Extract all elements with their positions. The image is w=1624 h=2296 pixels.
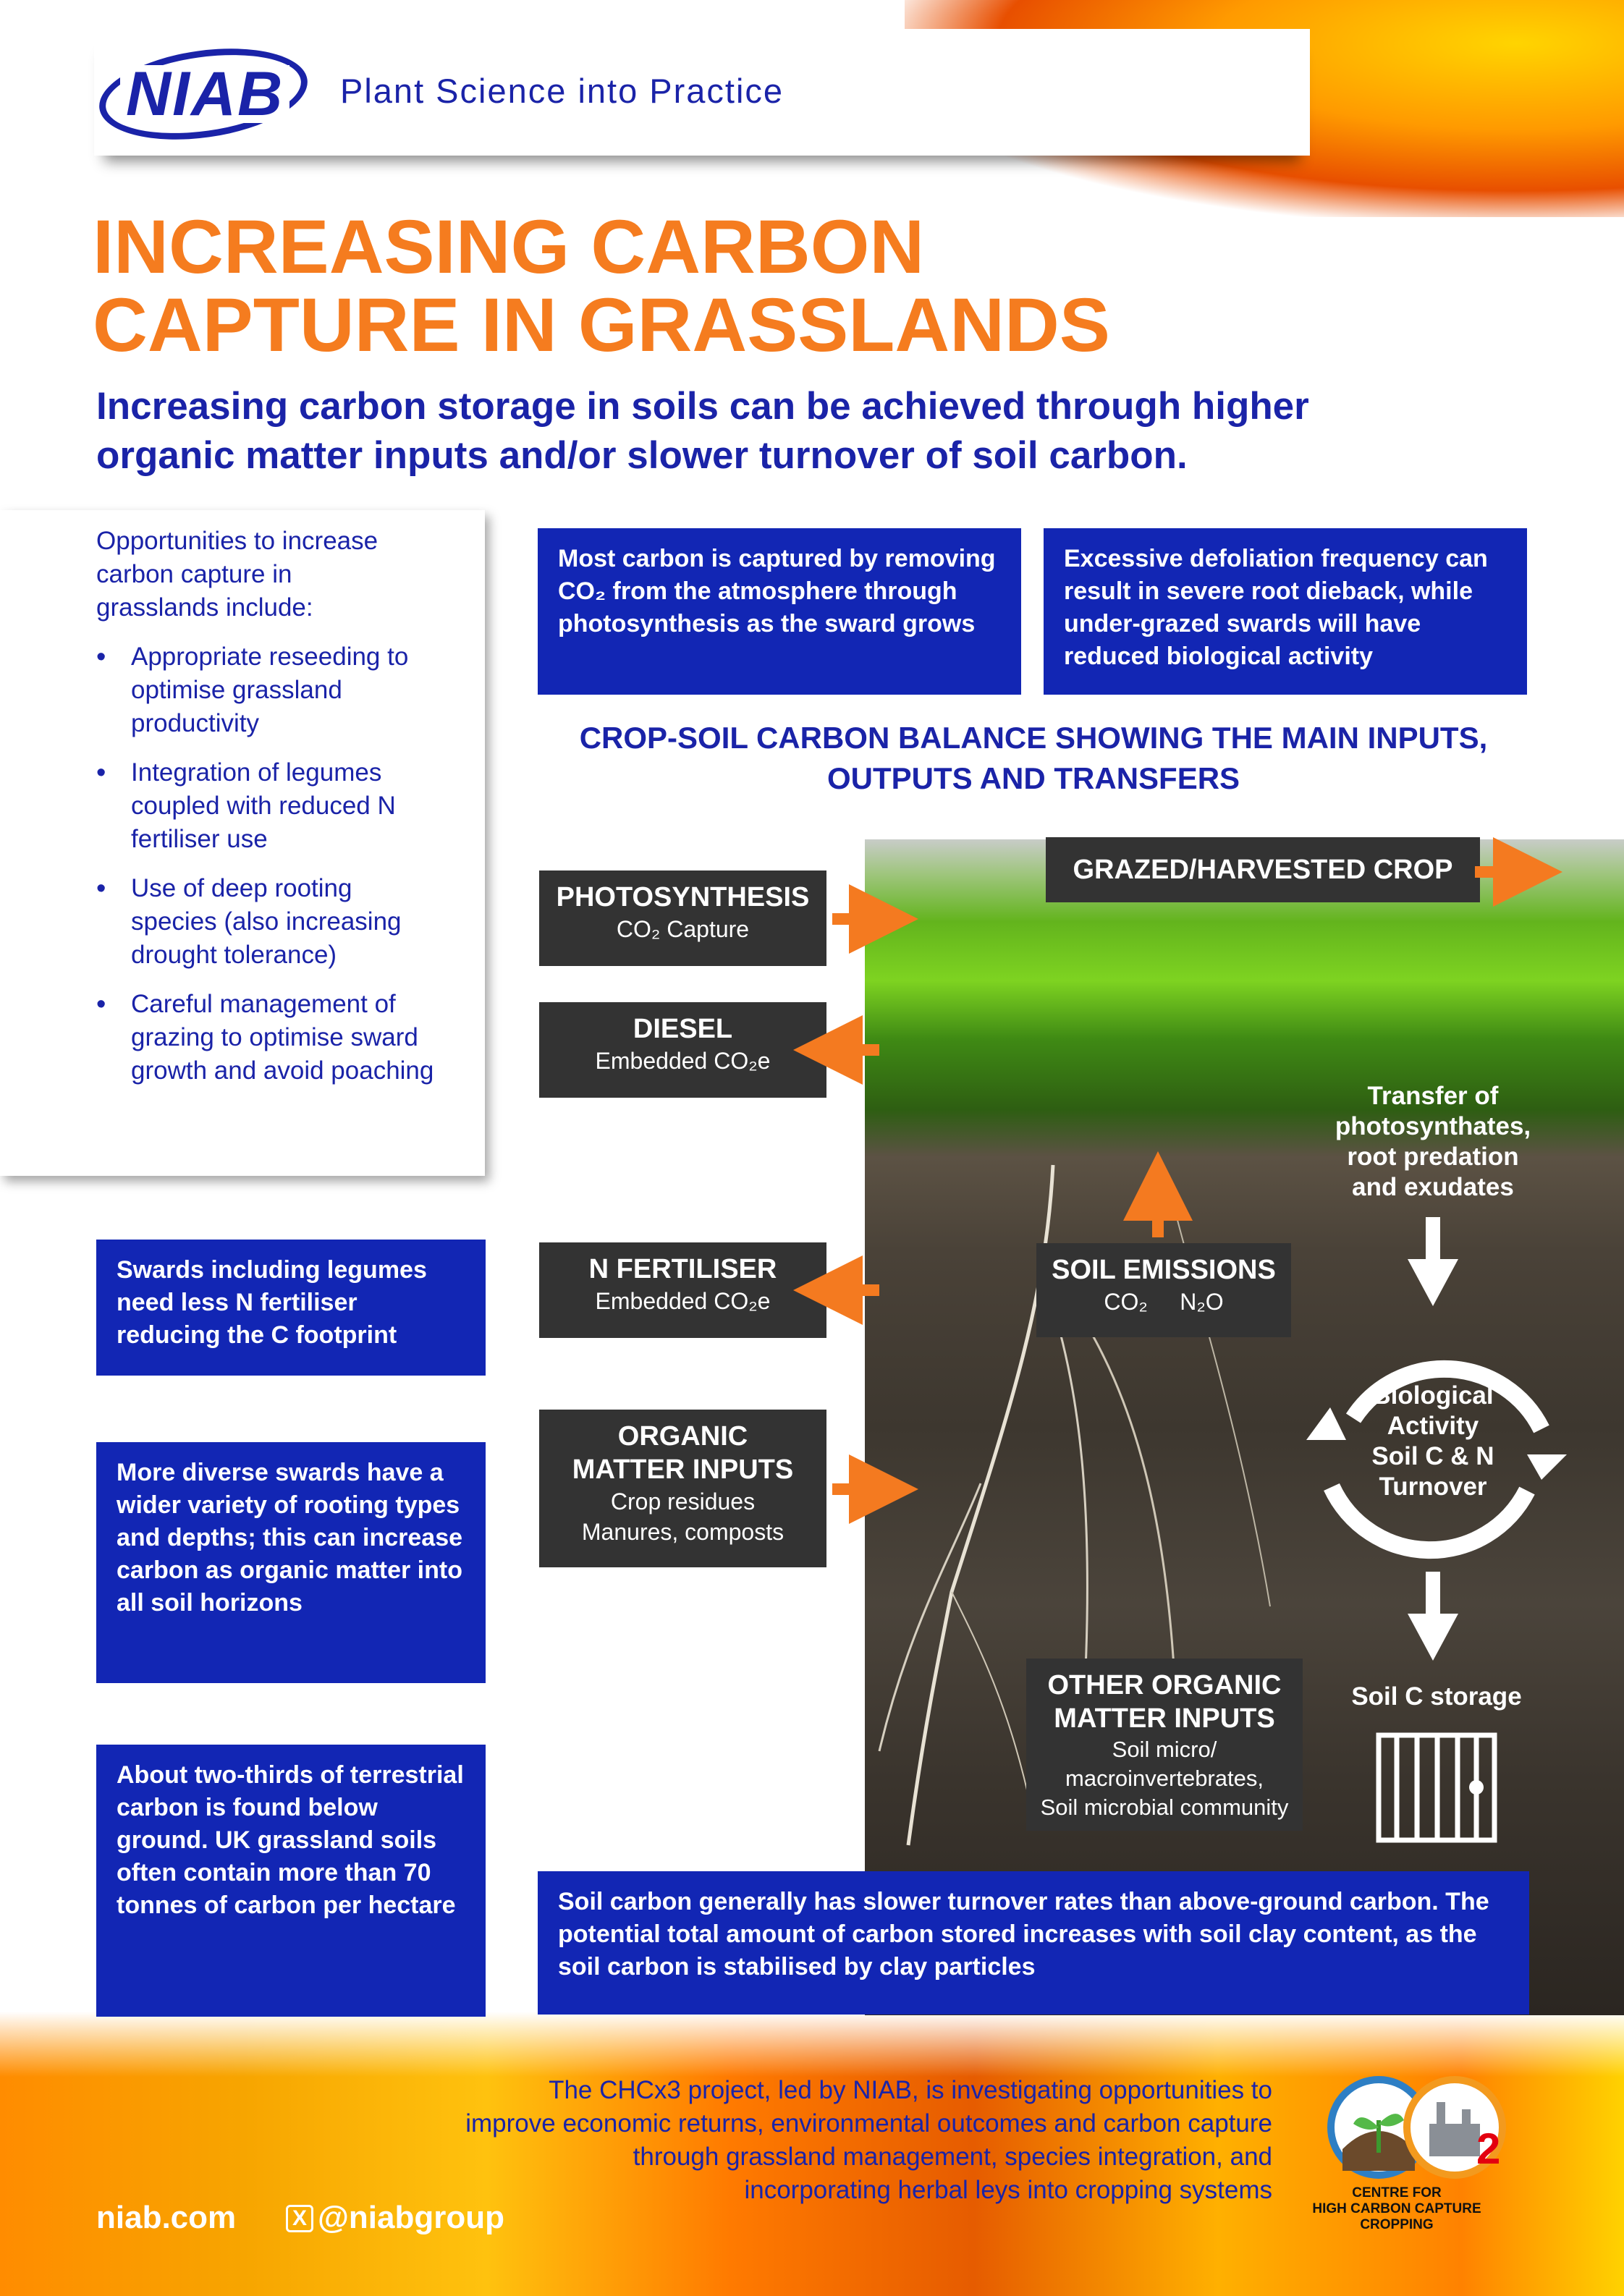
opportunities-card: Opportunities to increase carbon capture… — [0, 510, 485, 1176]
terrestrial-carbon-info-box: About two-thirds of terrestrial carbon i… — [96, 1745, 486, 2017]
diesel-box: DIESEL Embedded CO₂e — [539, 1002, 826, 1098]
bio-line-1: Biological — [1372, 1381, 1494, 1410]
organic-sub-line-2: Manures, composts — [581, 1519, 784, 1545]
soil-emissions-box: SOIL EMISSIONS CO₂ N₂O — [1036, 1243, 1291, 1337]
list-item: Integration of legumes coupled with redu… — [96, 756, 444, 856]
photosynthesis-title: PHOTOSYNTHESIS — [556, 882, 810, 912]
n-fertiliser-box: N FERTILISER Embedded CO₂e — [539, 1242, 826, 1338]
bio-line-3: Soil C & N — [1371, 1442, 1494, 1470]
chcc-superscript: 2 — [1476, 2125, 1501, 2173]
other-organic-sub-line-2: macroinvertebrates, — [1065, 1766, 1264, 1791]
transfer-photosynthates-label: Transfer of photosynthates, root predati… — [1324, 1081, 1541, 1203]
other-organic-matter-box: OTHER ORGANIC MATTER INPUTS Soil micro/ … — [1026, 1659, 1303, 1831]
defoliation-info-box: Excessive defoliation frequency can resu… — [1044, 528, 1527, 695]
diagram-title: CROP-SOIL CARBON BALANCE SHOWING THE MAI… — [538, 718, 1529, 799]
soil-emissions-title: SOIL EMISSIONS — [1052, 1255, 1276, 1285]
subtitle-line-1: Increasing carbon storage in soils can b… — [96, 385, 1309, 428]
biological-activity-label: Biological Activity Soil C & N Turnover — [1346, 1381, 1520, 1502]
diesel-sub: Embedded CO₂e — [595, 1048, 771, 1074]
logo-text: NIAB — [120, 63, 290, 125]
photosynthesis-info-box: Most carbon is captured by removing CO₂ … — [538, 528, 1021, 695]
transfer-line-3: root predation — [1347, 1143, 1519, 1171]
organic-title-line-1: ORGANIC — [617, 1421, 748, 1452]
diagram-title-line-2: OUTPUTS AND TRANSFERS — [826, 761, 1240, 795]
diesel-title: DIESEL — [633, 1014, 733, 1044]
opportunities-intro: Opportunities to increase carbon capture… — [96, 527, 378, 622]
chcc-label: CENTRE FOR HIGH CARBON CAPTURE CROPPING — [1299, 2185, 1494, 2233]
social-link[interactable]: X@niabgroup — [286, 2200, 504, 2236]
tagline: Plant Science into Practice — [340, 72, 784, 110]
soil-c-storage-label: Soil C storage — [1351, 1682, 1522, 1711]
transfer-line-4: and exudates — [1352, 1173, 1514, 1201]
x-logo-icon: X — [286, 2205, 313, 2232]
list-item: Appropriate reseeding to optimise grassl… — [96, 640, 444, 740]
transfer-line-1: Transfer of — [1367, 1082, 1499, 1110]
organic-title-line-2: MATTER INPUTS — [572, 1454, 794, 1485]
legumes-info-box: Swards including legumes need less N fer… — [96, 1240, 486, 1376]
organic-sub-line-1: Crop residues — [610, 1488, 756, 1515]
page-title: INCREASING CARBON CAPTURE IN GRASSLANDS — [93, 208, 1251, 365]
project-line-2: improve economic returns, environmental … — [465, 2109, 1272, 2138]
chcc-label-line-2: HIGH CARBON CAPTURE — [1312, 2201, 1481, 2216]
chcc-logo-icon[interactable] — [1321, 2070, 1516, 2229]
photosynthesis-sub: CO₂ Capture — [616, 916, 750, 942]
soil-carbon-note-box: Soil carbon generally has slower turnove… — [538, 1871, 1529, 2015]
grazed-title: GRAZED/HARVESTED CROP — [1073, 855, 1453, 885]
diverse-swards-info-box: More diverse swards have a wider variety… — [96, 1442, 486, 1683]
organic-matter-inputs-box: ORGANIC MATTER INPUTS Crop residues Manu… — [539, 1410, 826, 1567]
other-organic-title-line-2: MATTER INPUTS — [1054, 1703, 1275, 1734]
other-organic-title-line-1: OTHER ORGANIC — [1047, 1670, 1282, 1700]
chcc-label-line-1: CENTRE FOR — [1352, 2185, 1442, 2200]
list-item: Use of deep rooting species (also increa… — [96, 872, 444, 972]
chcc-label-line-3: CROPPING — [1360, 2217, 1434, 2232]
n-fertiliser-sub: Embedded CO₂e — [595, 1288, 771, 1314]
page-title-line-1: INCREASING CARBON — [93, 205, 925, 289]
project-line-1: The CHCx3 project, led by NIAB, is inves… — [549, 2076, 1272, 2104]
transfer-line-2: photosynthates, — [1335, 1112, 1531, 1140]
soil-emissions-sub: CO₂ N₂O — [1104, 1289, 1224, 1315]
grazed-harvested-crop-box: GRAZED/HARVESTED CROP — [1046, 837, 1480, 902]
other-organic-sub-line-1: Soil micro/ — [1112, 1737, 1217, 1762]
project-line-3: through grassland management, species in… — [633, 2143, 1272, 2171]
page-subtitle: Increasing carbon storage in soils can b… — [96, 382, 1471, 480]
niab-logo[interactable]: NIAB — [93, 36, 313, 152]
header-banner: NIAB Plant Science into Practice — [93, 29, 1310, 156]
list-item: Careful management of grazing to optimis… — [96, 988, 444, 1088]
bio-line-2: Activity — [1387, 1412, 1479, 1440]
project-description: The CHCx3 project, led by NIAB, is inves… — [384, 2074, 1272, 2207]
n-fertiliser-title: N FERTILISER — [588, 1254, 777, 1284]
social-handle: @niabgroup — [318, 2200, 504, 2235]
other-organic-sub-line-3: Soil microbial community — [1040, 1795, 1289, 1820]
photosynthesis-box: PHOTOSYNTHESIS CO₂ Capture — [539, 870, 826, 966]
bio-line-4: Turnover — [1379, 1473, 1487, 1501]
diagram-title-line-1: CROP-SOIL CARBON BALANCE SHOWING THE MAI… — [579, 721, 1488, 755]
project-line-4: incorporating herbal leys into cropping … — [744, 2176, 1272, 2204]
subtitle-line-2: organic matter inputs and/or slower turn… — [96, 434, 1188, 477]
website-link[interactable]: niab.com — [96, 2200, 237, 2235]
page-title-line-2: CAPTURE IN GRASSLANDS — [93, 283, 1110, 368]
opportunities-list: Appropriate reseeding to optimise grassl… — [96, 640, 441, 1088]
